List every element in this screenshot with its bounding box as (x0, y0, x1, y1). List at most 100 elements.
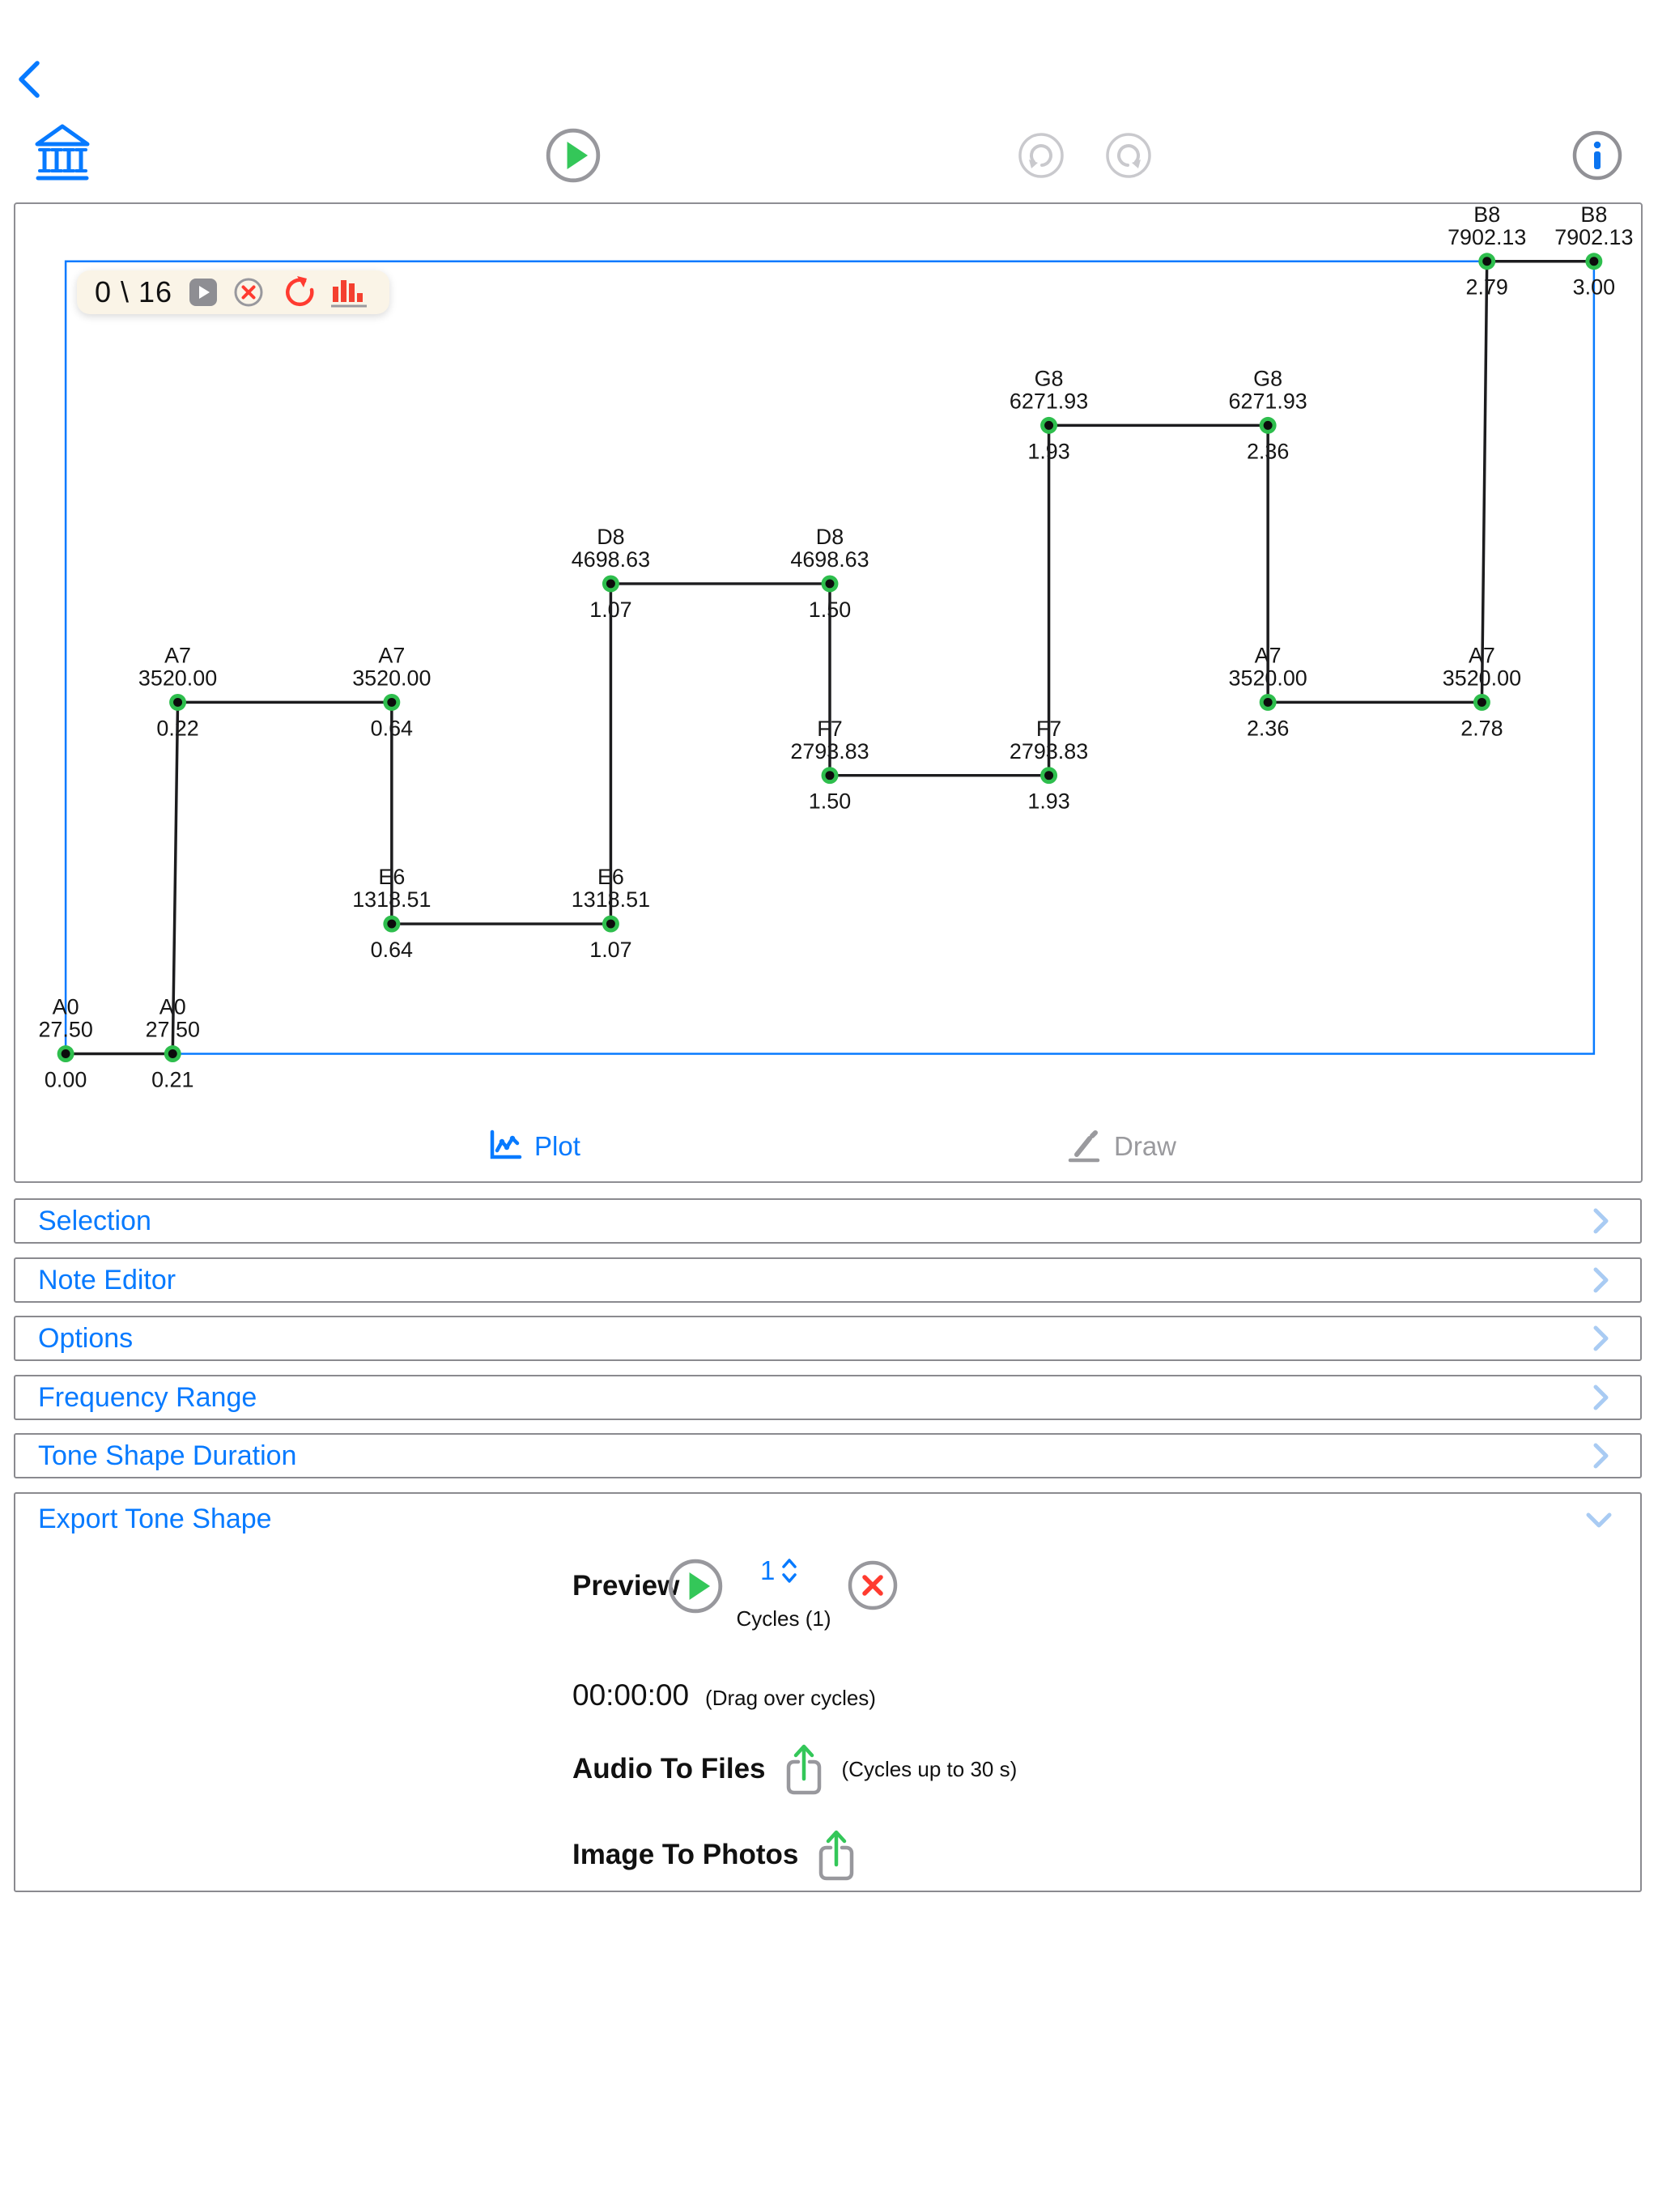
preview-cancel-button[interactable] (847, 1559, 899, 1611)
section-frequency-range-label: Frequency Range (38, 1381, 257, 1413)
audio-cycles-hint: (Cycles up to 30 s) (841, 1756, 1018, 1781)
note-point[interactable] (602, 575, 619, 593)
svg-text:6271.93: 6271.93 (1010, 389, 1088, 413)
play-button[interactable] (546, 128, 601, 183)
svg-text:7902.13: 7902.13 (1554, 225, 1633, 249)
note-point[interactable] (821, 575, 839, 593)
note-point[interactable] (57, 1045, 74, 1062)
note-point[interactable] (602, 915, 619, 933)
section-note-editor[interactable]: Note Editor (14, 1257, 1642, 1303)
note-point[interactable] (1259, 416, 1277, 434)
chevron-right-icon (1593, 1207, 1609, 1235)
note-point[interactable] (1473, 693, 1490, 711)
cycles-stepper[interactable]: 1 (760, 1555, 798, 1586)
play-icon (668, 1559, 723, 1614)
histogram-button[interactable] (330, 276, 368, 308)
section-export-tone-shape: Export Tone Shape Preview 1 Cycles (1) (14, 1492, 1642, 1892)
tab-draw[interactable]: Draw (1065, 1129, 1176, 1163)
note-point[interactable] (383, 915, 401, 933)
info-button[interactable] (1571, 130, 1623, 181)
section-options-label: Options (38, 1322, 134, 1354)
chevron-right-icon (1593, 1266, 1609, 1294)
note-point[interactable] (821, 767, 839, 785)
note-counter-label: 0 \ 16 (95, 275, 173, 308)
redo-icon (1104, 131, 1153, 180)
svg-text:B8: B8 (1473, 204, 1500, 227)
preview-label: Preview (572, 1570, 680, 1602)
chevron-right-icon (1593, 1442, 1609, 1470)
svg-text:D8: D8 (597, 525, 624, 549)
svg-text:D8: D8 (816, 525, 844, 549)
svg-text:0.64: 0.64 (371, 938, 413, 962)
pencil-icon (1065, 1129, 1103, 1163)
share-icon (818, 1828, 855, 1882)
tone-plot-svg[interactable]: A027.500.00A027.500.21A73520.000.22A7352… (15, 204, 1641, 1181)
chevron-left-icon (15, 60, 42, 99)
svg-text:3520.00: 3520.00 (352, 666, 431, 691)
cycles-stepper-value: 1 (760, 1555, 776, 1585)
cycles-caption: Cycles (1) (736, 1606, 831, 1631)
svg-text:1.50: 1.50 (809, 789, 851, 814)
image-share-button[interactable] (818, 1828, 855, 1882)
chevron-down-icon (1585, 1512, 1613, 1529)
section-options[interactable]: Options (14, 1316, 1642, 1361)
bank-building-icon (34, 123, 91, 183)
undo-button[interactable] (1017, 131, 1065, 180)
note-point[interactable] (164, 1045, 181, 1062)
svg-text:2.78: 2.78 (1460, 716, 1503, 740)
section-selection-label: Selection (38, 1205, 151, 1236)
svg-text:A7: A7 (164, 644, 191, 668)
tone-path (66, 260, 1594, 1056)
svg-text:A7: A7 (378, 644, 405, 668)
svg-text:G8: G8 (1253, 367, 1282, 391)
audio-share-button[interactable] (785, 1742, 823, 1796)
note-counter-pill: 0 \ 16 (77, 270, 389, 314)
step-play-button[interactable] (189, 279, 217, 306)
drag-cycles-hint: (Drag over cycles) (705, 1686, 876, 1710)
sound-library-button[interactable] (34, 123, 91, 183)
stepper-chevrons-icon (780, 1556, 798, 1585)
section-frequency-range[interactable]: Frequency Range (14, 1375, 1642, 1420)
export-time-display[interactable]: 00:00:00 (572, 1678, 690, 1712)
section-export-title[interactable]: Export Tone Shape (38, 1504, 272, 1534)
redo-button[interactable] (1104, 131, 1153, 180)
info-icon (1571, 130, 1623, 181)
svg-text:4698.63: 4698.63 (790, 547, 869, 572)
share-icon (785, 1742, 823, 1796)
section-selection[interactable]: Selection (14, 1198, 1642, 1244)
note-point[interactable] (1040, 767, 1058, 785)
clear-selection-button[interactable] (233, 277, 264, 308)
section-note-editor-label: Note Editor (38, 1264, 176, 1295)
svg-text:4698.63: 4698.63 (572, 547, 650, 572)
svg-text:7902.13: 7902.13 (1448, 225, 1526, 249)
note-point[interactable] (1040, 416, 1058, 434)
section-tone-shape-duration[interactable]: Tone Shape Duration (14, 1433, 1642, 1478)
svg-text:1.93: 1.93 (1027, 789, 1069, 814)
svg-text:G8: G8 (1035, 367, 1064, 391)
note-point[interactable] (1585, 253, 1603, 270)
note-point[interactable] (383, 693, 401, 711)
svg-text:0.00: 0.00 (45, 1067, 87, 1091)
svg-text:6271.93: 6271.93 (1229, 389, 1307, 413)
svg-text:B8: B8 (1580, 204, 1607, 227)
tab-plot-label: Plot (534, 1131, 580, 1161)
svg-text:27.50: 27.50 (38, 1018, 92, 1042)
preview-play-button[interactable] (668, 1559, 723, 1614)
note-point[interactable] (169, 693, 187, 711)
reset-button[interactable] (280, 275, 314, 309)
svg-text:1.07: 1.07 (589, 938, 631, 962)
chevron-right-icon (1593, 1325, 1609, 1352)
tab-plot[interactable]: Plot (487, 1129, 580, 1163)
note-point[interactable] (1259, 693, 1277, 711)
back-button[interactable] (15, 60, 42, 99)
svg-text:0.21: 0.21 (151, 1067, 193, 1091)
tab-draw-label: Draw (1114, 1131, 1177, 1161)
undo-icon (1017, 131, 1065, 180)
note-point[interactable] (1478, 253, 1496, 270)
